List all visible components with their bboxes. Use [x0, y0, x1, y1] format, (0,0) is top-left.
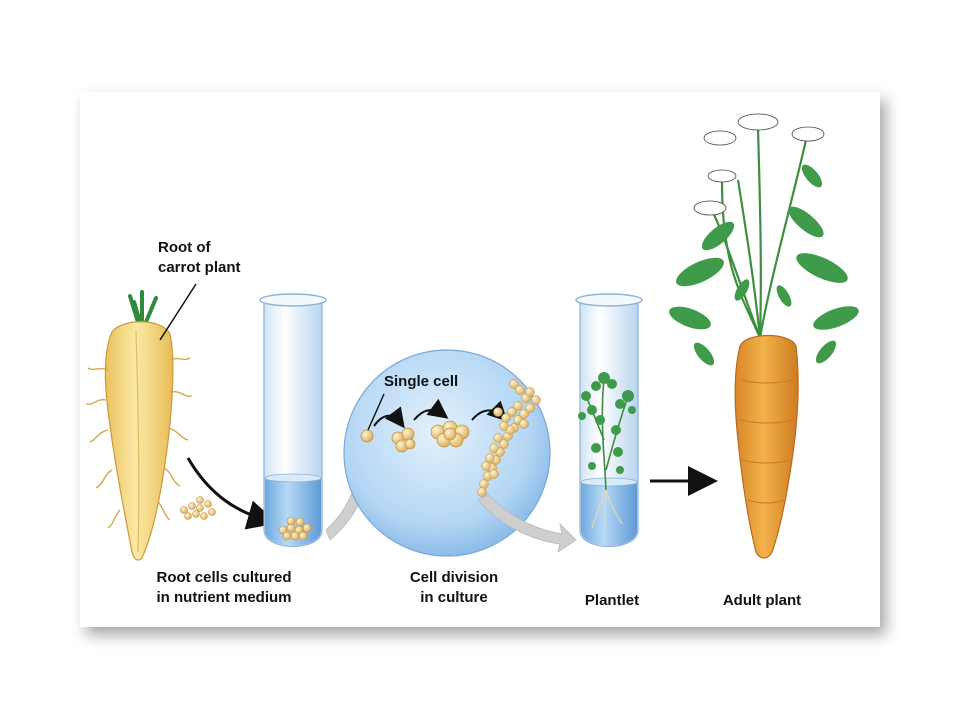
adult-carrot-root [734, 335, 799, 559]
carrot-root-illustration [85, 290, 193, 561]
flower-umbels [693, 113, 825, 216]
label-single-cell: Single cell [384, 373, 459, 390]
arrow-to-plantlet-tube [477, 493, 577, 553]
cell-cluster-medium [430, 420, 470, 448]
carrot-rootlets [85, 357, 193, 529]
plantlet [578, 372, 636, 535]
carrot-root-body [104, 321, 174, 561]
label-root-cells-cultured-line2: in nutrient medium [156, 589, 292, 606]
label-adult-plant: Adult plant [722, 592, 802, 609]
label-root-of-carrot: Root of carrot plant [158, 238, 241, 278]
embryo-cell-mass [477, 379, 541, 497]
label-root-cells-cultured: Root cells cultured in nutrient medium [136, 568, 312, 608]
adult-carrot-plant [669, 113, 859, 559]
label-cell-division-line1: Cell division [409, 569, 499, 586]
culture-test-tube [259, 293, 327, 547]
loose-root-cells [180, 496, 216, 520]
plantlet-test-tube [575, 293, 643, 547]
carrot-root-greens [128, 290, 158, 324]
root-label-leader [159, 283, 197, 341]
plantlet-roots [591, 489, 623, 535]
label-cell-division: Cell division in culture [394, 568, 514, 608]
label-root-cells-cultured-line1: Root cells cultured [156, 569, 292, 586]
cultured-cells [278, 516, 312, 541]
label-cell-division-line2: in culture [420, 589, 488, 606]
arrow-to-culture-tube [186, 457, 278, 530]
label-plantlet: Plantlet [584, 592, 640, 609]
single-cell-leader [367, 393, 385, 431]
single-cell [360, 429, 374, 443]
label-root-of-carrot-line1: Root of [158, 239, 211, 256]
label-root-of-carrot-line2: carrot plant [158, 259, 241, 276]
cell-cluster-small [391, 427, 416, 453]
